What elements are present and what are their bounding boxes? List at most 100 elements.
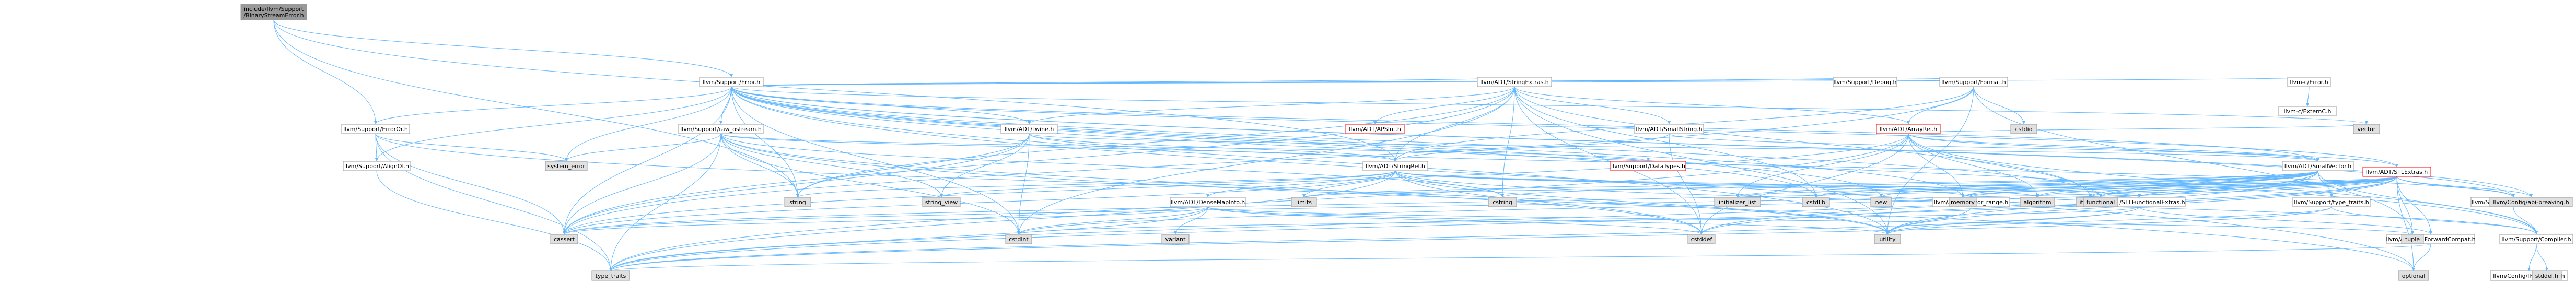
node-box-abibreaking (2489, 197, 2573, 207)
node-label-errorc: llvm-c/Error.h (2290, 79, 2328, 86)
node-label-stlextras: llvm/ADT/STLExtras.h (2366, 169, 2428, 175)
edge-error-to-alignof (376, 86, 732, 162)
edge-errhandling-to-compiler (2513, 206, 2537, 235)
node-datatypes[interactable]: llvm/Support/DataTypes.h (1610, 161, 1686, 171)
edge-arrowhead-densemapinfo-to-tuple (2411, 231, 2414, 234)
node-twine[interactable]: llvm/ADT/Twine.h (1000, 124, 1058, 134)
node-box-cstdlib (1802, 197, 1830, 207)
edge-arrowhead-stringextras-to-twine (1028, 121, 1031, 124)
edge-stlextras-to-iterator (2090, 176, 2397, 198)
edge-arrowhead-rawostream-to-datatypes (1647, 158, 1650, 161)
node-smallstring[interactable]: llvm/ADT/SmallString.h (1634, 124, 1704, 134)
node-memory[interactable]: memory (1949, 197, 1977, 207)
node-label-systemerror: system_error (547, 163, 585, 170)
node-alignof[interactable]: llvm/Support/AlignOf.h (343, 161, 411, 171)
node-compiler[interactable]: llvm/Support/Compiler.h (2499, 234, 2573, 244)
node-cstdio[interactable]: cstdio (2010, 124, 2037, 134)
edge-stringextras-to-cstdlib (1514, 86, 1816, 198)
edge-stlfwd-to-optional (2413, 243, 2431, 271)
edge-arrowhead-smallstring-to-stringref (1394, 158, 1397, 161)
edge-arrayref-to-stlextras (1908, 133, 2397, 168)
node-label-arrayref: llvm/ADT/ArrayRef.h (1880, 126, 1938, 133)
edge-stlextras-to-cassert (564, 176, 2397, 235)
edge-densemapinfo-to-tuple (1207, 206, 2413, 235)
edge-stringref-to-utility (1395, 170, 1888, 235)
node-label-cstring: cstring (1493, 199, 1512, 206)
node-optional[interactable]: optional (2398, 270, 2429, 281)
node-string[interactable]: string (784, 197, 811, 207)
node-debug[interactable]: llvm/Support/Debug.h (1833, 77, 1897, 87)
edge-error-to-new (731, 86, 1882, 198)
node-tuple[interactable]: tuple (2401, 234, 2424, 244)
edge-format-to-cstdio (1973, 86, 2024, 125)
edge-error-to-functional (731, 86, 2101, 198)
node-stringextras[interactable]: llvm/ADT/StringExtras.h (1477, 77, 1552, 87)
edge-arrowhead-stringextras-to-smallstring (1668, 121, 1671, 124)
edge-error-to-optional (731, 86, 2414, 271)
node-apsint[interactable]: llvm/ADT/APSInt.h (1345, 124, 1405, 134)
edge-error-to-vector (731, 86, 2367, 125)
edge-error-to-memory (731, 86, 1963, 198)
node-error[interactable]: llvm/Support/Error.h (699, 77, 764, 87)
node-cassert[interactable]: cassert (550, 234, 578, 244)
node-stlfwd[interactable]: llvm/ADT/STLForwardCompat.h (2386, 234, 2476, 244)
edge-stlfunc-to-typetraitsstd (610, 206, 2140, 271)
edge-arrowhead-stlextras-to-initlist (1736, 194, 1739, 197)
edge-errorormod-to-cassert (375, 133, 565, 235)
edge-arrowhead-stlfwd-to-optional (2412, 268, 2415, 271)
node-errorc[interactable]: llvm-c/Error.h (2287, 77, 2331, 87)
node-typetraits[interactable]: llvm/Support/type_traits.h (2292, 197, 2371, 207)
node-label-errorormod: llvm/Support/ErrorOr.h (343, 126, 408, 133)
edge-error-to-systemerror (566, 86, 732, 162)
edge-stringref-to-typetraitsstd (610, 170, 1396, 271)
edge-stringextras-to-arrayref (1514, 86, 1909, 125)
edge-format-to-tuple (1973, 86, 2413, 235)
node-variant[interactable]: variant (1161, 234, 1190, 244)
node-box-stlextras (2362, 167, 2431, 177)
node-stringview[interactable]: string_view (922, 197, 961, 207)
edge-stringextras-to-cstring (1502, 86, 1515, 198)
edge-arrowhead-stlextras-to-limits (1302, 194, 1306, 197)
edge-arrayref-to-smallvector (1908, 133, 2318, 162)
node-box-compiler (2499, 234, 2573, 244)
node-initlist[interactable]: initializer_list (1714, 197, 1761, 207)
edge-typetraits-to-typetraitsstd (610, 206, 2332, 271)
node-vector[interactable]: vector (2353, 124, 2380, 134)
node-cstdlib[interactable]: cstdlib (1802, 197, 1830, 207)
node-box-stringview (922, 197, 961, 207)
node-label-cstdio: cstdio (2015, 126, 2033, 133)
node-externc[interactable]: llvm-c/ExternC.h (2278, 106, 2337, 116)
node-densemapinfo[interactable]: llvm/ADT/DenseMapInfo.h (1170, 197, 1246, 207)
node-label-stddef: stddef.h (2535, 273, 2558, 279)
node-stlextras[interactable]: llvm/ADT/STLExtras.h (2362, 167, 2431, 177)
node-algorithm[interactable]: algorithm (2020, 197, 2055, 207)
edge-densemapinfo-to-variant (1175, 206, 1208, 235)
edge-arrowhead-error-to-errorormod (374, 121, 377, 124)
node-functional[interactable]: functional (2083, 197, 2118, 207)
node-limits[interactable]: limits (1291, 197, 1317, 207)
node-cstdint[interactable]: cstdint (1005, 234, 1032, 244)
node-typetraitsstd[interactable]: type_traits (591, 270, 630, 281)
edge-twine-to-cassert (564, 133, 1030, 235)
node-smallvector[interactable]: llvm/ADT/SmallVector.h (2282, 161, 2354, 171)
edge-error-to-cassert (564, 86, 732, 235)
edge-arrayref-to-initlist (1737, 133, 1909, 198)
node-new[interactable]: new (1870, 197, 1892, 207)
node-format[interactable]: llvm/Support/Format.h (1939, 77, 2008, 87)
edge-rawostream-to-typetraitsstd (610, 133, 721, 271)
node-abibreaking[interactable]: llvm/Config/abi-breaking.h (2489, 197, 2573, 207)
node-rawostream[interactable]: llvm/Support/raw_ostream.h (678, 124, 764, 134)
edge-smallvector-to-algorithm (2037, 170, 2318, 198)
node-cstddef[interactable]: cstddef (1687, 234, 1716, 244)
node-stddef[interactable]: stddef.h (2532, 270, 2562, 281)
edge-stlextras-to-abibreaking (2396, 176, 2532, 198)
edge-rawostream-to-datatypes (720, 133, 1649, 162)
node-systemerror[interactable]: system_error (545, 161, 588, 171)
node-arrayref[interactable]: llvm/ADT/ArrayRef.h (1876, 124, 1941, 134)
node-stringref[interactable]: llvm/ADT/StringRef.h (1362, 161, 1428, 171)
node-box-debug (1833, 77, 1897, 87)
node-errorormod[interactable]: llvm/Support/ErrorOr.h (341, 124, 410, 134)
node-utility[interactable]: utility (1874, 234, 1901, 244)
node-cstring[interactable]: cstring (1488, 197, 1517, 207)
